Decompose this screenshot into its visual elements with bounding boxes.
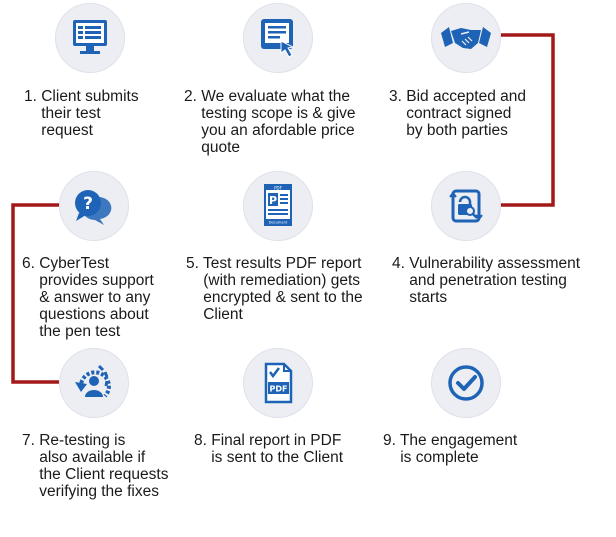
handshake-icon <box>441 27 491 49</box>
lock-search-icon <box>449 189 483 223</box>
step-6-caption: 6. CyberTest provides support & answer t… <box>22 255 154 340</box>
pdf-document-icon: PDF P Document <box>264 184 292 226</box>
step-9-icon-circle <box>431 348 501 418</box>
step-3-caption: 3. Bid accepted and contract signed by b… <box>389 88 527 139</box>
step-5-caption: 5. Test results PDF report (with remedia… <box>186 255 363 323</box>
step-7-icon-circle <box>59 348 129 418</box>
check-circle-icon <box>448 365 484 401</box>
chat-question-icon: ? <box>75 190 112 225</box>
pdf-file-check-icon: PDF <box>264 362 293 404</box>
connector-6-to-7 <box>11 203 61 384</box>
retest-cycle-icon <box>75 364 111 398</box>
step-1-caption: 1. Client submits their test request <box>24 88 139 139</box>
step-7-caption: 7. Re-testing is also available if the C… <box>22 432 169 500</box>
step-8-icon-circle: PDF <box>243 348 313 418</box>
step-1-icon-circle <box>55 3 125 73</box>
step-2-caption: 2. We evaluate what the testing scope is… <box>184 88 356 156</box>
svg-text:?: ? <box>83 194 93 214</box>
svg-text:Document: Document <box>269 221 288 225</box>
tablet-touch-icon <box>261 19 295 58</box>
step-5-icon-circle: PDF P Document <box>243 171 313 241</box>
step-6-icon-circle: ? <box>59 171 129 241</box>
step-2-icon-circle <box>243 3 313 73</box>
svg-text:P: P <box>269 194 277 207</box>
svg-text:PDF: PDF <box>270 385 288 394</box>
computer-form-icon <box>73 20 107 54</box>
svg-text:PDF: PDF <box>274 185 282 190</box>
connector-3-to-4 <box>501 33 555 207</box>
step-9-caption: 9. The engagement is complete <box>383 432 518 466</box>
step-4-caption: 4. Vulnerability assessment and penetrat… <box>392 255 581 306</box>
step-4-icon-circle <box>431 171 501 241</box>
step-8-caption: 8. Final report in PDF is sent to the Cl… <box>194 432 344 466</box>
step-3-icon-circle <box>431 3 501 73</box>
